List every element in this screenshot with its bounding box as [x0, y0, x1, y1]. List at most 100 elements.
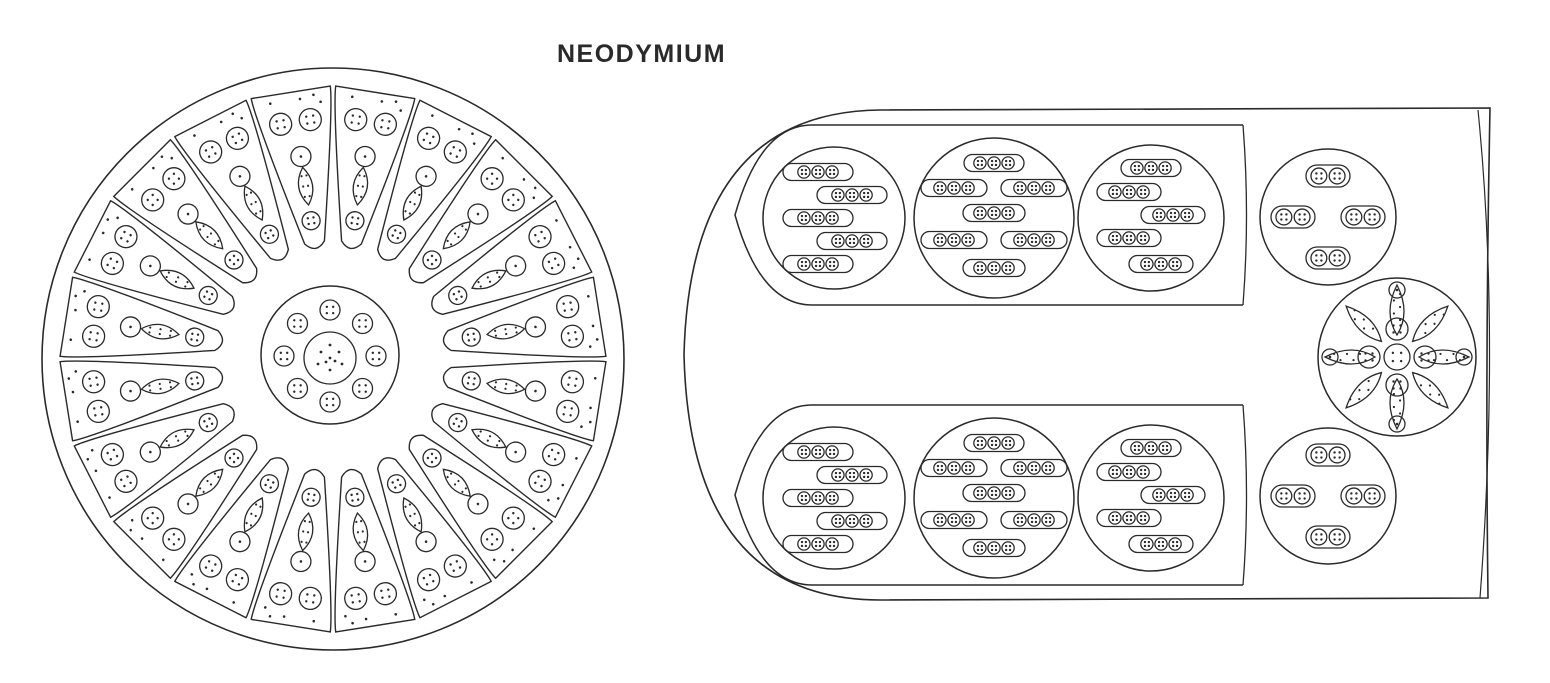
pill-outline [783, 164, 853, 181]
dot [1187, 211, 1191, 215]
dot [331, 397, 335, 401]
pill [783, 210, 853, 227]
dot [514, 450, 517, 454]
central-hub [261, 286, 399, 424]
dot [1115, 188, 1119, 192]
dot [1133, 448, 1137, 452]
dot [1143, 540, 1147, 544]
dot [413, 524, 417, 527]
sub-circle [539, 249, 569, 279]
dot [990, 544, 994, 548]
dot [852, 241, 856, 245]
dot [1285, 213, 1288, 216]
wedge-outline [415, 201, 592, 344]
dot [449, 563, 452, 566]
sub-circle [414, 565, 444, 595]
dot [363, 540, 366, 543]
dot [172, 182, 176, 185]
petal [1390, 379, 1404, 429]
circular-body [42, 68, 624, 650]
lens-outline [296, 166, 316, 206]
sub-circle [560, 324, 585, 349]
pill [963, 205, 1025, 222]
dot [1129, 234, 1133, 238]
wedge-outline [251, 86, 355, 255]
dot [507, 198, 510, 202]
dot [394, 229, 397, 232]
dot [494, 329, 497, 332]
pill-outline [783, 256, 853, 273]
dot [408, 503, 411, 506]
dot [936, 464, 940, 468]
dot [496, 271, 499, 274]
pill-ring [812, 538, 824, 550]
pill-ring [974, 437, 986, 449]
dot [1183, 495, 1187, 499]
dot [1399, 331, 1402, 334]
dot [1345, 352, 1349, 356]
dot [1143, 514, 1147, 518]
dot [1004, 439, 1008, 443]
dot [852, 237, 856, 241]
pill-ring [1109, 466, 1121, 478]
group-circle [1078, 425, 1224, 571]
dot [207, 560, 211, 563]
dot [312, 93, 315, 97]
pill-ring [826, 258, 838, 270]
pill [817, 233, 887, 250]
dot [236, 258, 240, 262]
dot [1315, 451, 1318, 454]
dot [108, 496, 111, 499]
dot [950, 188, 954, 192]
dot [848, 517, 852, 521]
dot [563, 309, 566, 312]
dot [240, 138, 244, 142]
dot [488, 435, 492, 438]
dot [994, 264, 998, 268]
dot [325, 403, 329, 407]
dot [306, 593, 309, 596]
dot [980, 163, 984, 167]
dot [800, 218, 804, 222]
dot [190, 377, 193, 380]
dot [980, 439, 984, 443]
sub-circle [461, 371, 482, 392]
dot [293, 319, 296, 322]
dot [1298, 213, 1301, 216]
pill-ring [832, 469, 844, 481]
dot [834, 521, 838, 525]
dot [160, 155, 164, 159]
dot [517, 516, 520, 520]
pill-ring [948, 182, 960, 194]
dot [534, 481, 537, 485]
lens-shape [486, 322, 526, 342]
dot [172, 543, 176, 546]
dot [1433, 313, 1436, 316]
dot [1016, 240, 1020, 244]
pill [1306, 247, 1350, 269]
dot [567, 383, 570, 386]
lens-outline [140, 376, 180, 396]
dot [1303, 218, 1306, 221]
dot [976, 209, 980, 213]
dot [1315, 177, 1318, 180]
dot [950, 184, 954, 188]
pill-ring [1181, 209, 1193, 221]
dot [130, 518, 134, 522]
dot [1350, 218, 1353, 221]
dot [356, 492, 359, 496]
dot [1147, 260, 1151, 264]
dot [514, 264, 517, 268]
dot [115, 260, 119, 264]
dot [1159, 495, 1163, 499]
dot [976, 493, 980, 497]
dot [994, 548, 998, 552]
dot [1125, 188, 1129, 192]
pill-ring [974, 542, 986, 554]
dot [306, 122, 309, 125]
sub-circle [446, 410, 470, 434]
sub-circle [298, 107, 323, 132]
pill-ring [1042, 182, 1054, 194]
dot [818, 544, 822, 548]
dot [1352, 358, 1355, 362]
